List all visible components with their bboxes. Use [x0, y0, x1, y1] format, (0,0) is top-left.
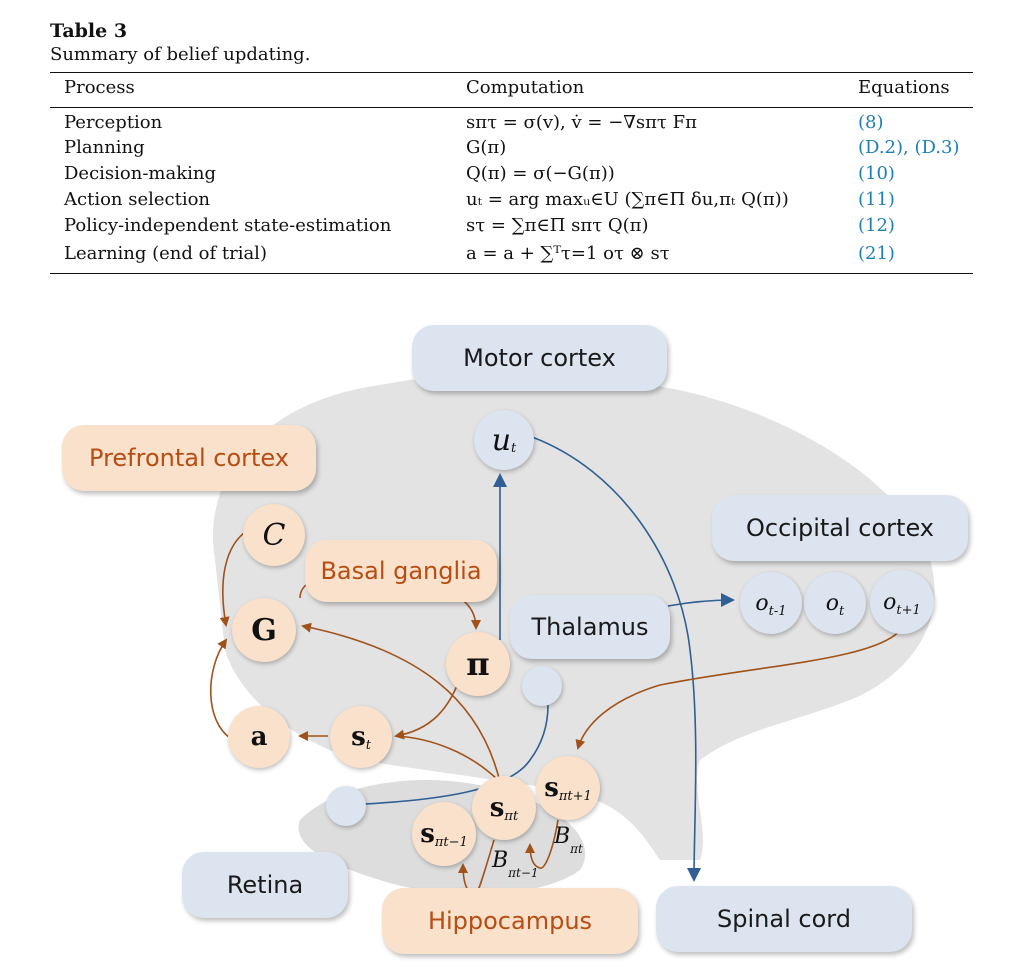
node-a-label: a: [250, 722, 268, 752]
equation-link[interactable]: (12): [858, 215, 895, 236]
node-G-label: G: [251, 612, 277, 648]
u-to-spinal-cord-arrow: [531, 436, 702, 882]
transition-b-cur: Bπt: [554, 824, 583, 856]
node-sptp1-sub: πt+1: [558, 788, 592, 804]
node-C: C: [243, 504, 305, 566]
node-u-main: u: [491, 422, 512, 458]
computation-cell: a = a + ∑ᵀτ=1 oτ ⊗ sτ: [466, 243, 670, 264]
transition-b-cur-sub: πt: [570, 842, 583, 856]
table-row: Planning G(π) (D.2), (D.3): [0, 137, 1014, 163]
equation-link[interactable]: (10): [858, 163, 895, 184]
computation-cell: sτ = ∑π∈Π sπτ Q(π): [466, 215, 649, 236]
spt-to-G-arrow: [301, 622, 501, 783]
node-pi-label: π: [466, 645, 490, 683]
thalamus-connector-dot: [522, 666, 562, 706]
equation-link[interactable]: (11): [858, 189, 895, 210]
thalamus-to-o-arrow: [667, 593, 735, 608]
node-o-cur-sub: t: [839, 603, 845, 619]
table-top-rule: [50, 72, 973, 73]
equation-link[interactable]: (21): [858, 243, 895, 264]
node-o-prev-sub: t-1: [768, 603, 787, 619]
region-hippocampus: Hippocampus: [382, 888, 638, 954]
region-basal-ganglia: Basal ganglia: [305, 540, 497, 602]
region-prefrontal-cortex: Prefrontal cortex: [62, 425, 316, 491]
region-motor-cortex: Motor cortex: [412, 325, 667, 391]
table-bottom-rule: [50, 273, 973, 274]
table-row: Policy-independent state-estimation sτ =…: [0, 215, 1014, 241]
node-s-main: s: [351, 722, 366, 752]
table-caption: Summary of belief updating.: [50, 44, 311, 65]
table-header-computation: Computation: [466, 77, 585, 98]
a-to-G-arrow: [209, 638, 231, 739]
table-header-process: Process: [64, 77, 135, 98]
table-title: Table 3: [50, 20, 128, 42]
node-spt-sub: πt: [504, 808, 519, 824]
o-to-sptp1-arrow: [575, 627, 903, 750]
node-C-label: C: [262, 517, 286, 553]
equation-link[interactable]: (D.2), (D.3): [858, 137, 960, 158]
node-sptm1-sub: πt−1: [434, 834, 468, 850]
transition-b-prev: Bπt−1: [492, 848, 539, 880]
table-row: Action selection uₜ = arg maxᵤ∈U (∑π∈Π δ…: [0, 189, 1014, 215]
transition-b-prev-main: B: [492, 848, 509, 873]
region-occipital-cortex: Occipital cortex: [712, 495, 968, 561]
process-cell: Decision-making: [64, 163, 217, 184]
retina-connector-dot: [326, 786, 366, 826]
table-row: Decision-making Q(π) = σ(−G(π)) (10): [0, 163, 1014, 189]
table-row: Perception sπτ = σ(v), v̇ = −∇sπτ Fπ (8): [0, 112, 1014, 138]
process-cell: Action selection: [64, 189, 211, 210]
node-G: G: [232, 598, 296, 662]
transition-b-prev-sub: πt−1: [508, 866, 539, 880]
process-cell: Policy-independent state-estimation: [64, 215, 392, 236]
region-retina: Retina: [182, 852, 348, 918]
table-header-equations: Equations: [858, 77, 950, 98]
spt-to-s-arrow: [395, 735, 501, 783]
table-row: Learning (end of trial) a = a + ∑ᵀτ=1 oτ…: [0, 243, 1014, 269]
node-sptm1-main: s: [420, 819, 435, 849]
equation-link[interactable]: (8): [858, 112, 884, 133]
node-spt-main: s: [489, 793, 505, 823]
node-o-prev-main: o: [755, 590, 769, 616]
computation-cell: G(π): [466, 137, 507, 158]
node-sptp1-main: s: [544, 773, 559, 803]
node-pi: π: [446, 632, 510, 696]
transition-b-cur-main: B: [554, 824, 571, 849]
node-o-next-main: o: [883, 589, 897, 615]
node-s-sub: t: [365, 737, 371, 753]
table-mid-rule: [50, 107, 973, 108]
node-a: a: [228, 706, 290, 768]
computation-cell: sπτ = σ(v), v̇ = −∇sπτ Fπ: [466, 112, 697, 133]
computation-cell: Q(π) = σ(−G(π)): [466, 163, 615, 184]
computation-cell: uₜ = arg maxᵤ∈U (∑π∈Π δu,πₜ Q(π)): [466, 189, 789, 210]
retina-to-thalamus-link: [363, 704, 549, 805]
region-spinal-cord: Spinal cord: [656, 886, 912, 952]
process-cell: Perception: [64, 112, 163, 133]
process-cell: Learning (end of trial): [64, 243, 267, 264]
node-o-cur-main: o: [825, 590, 839, 616]
node-o-next-sub: t+1: [896, 602, 921, 618]
process-cell: Planning: [64, 137, 145, 158]
C-to-G-arrow: [219, 529, 249, 627]
b-cur-transition-arrow: [525, 819, 559, 869]
region-thalamus: Thalamus: [510, 595, 670, 659]
node-u-sub: t: [511, 440, 517, 456]
